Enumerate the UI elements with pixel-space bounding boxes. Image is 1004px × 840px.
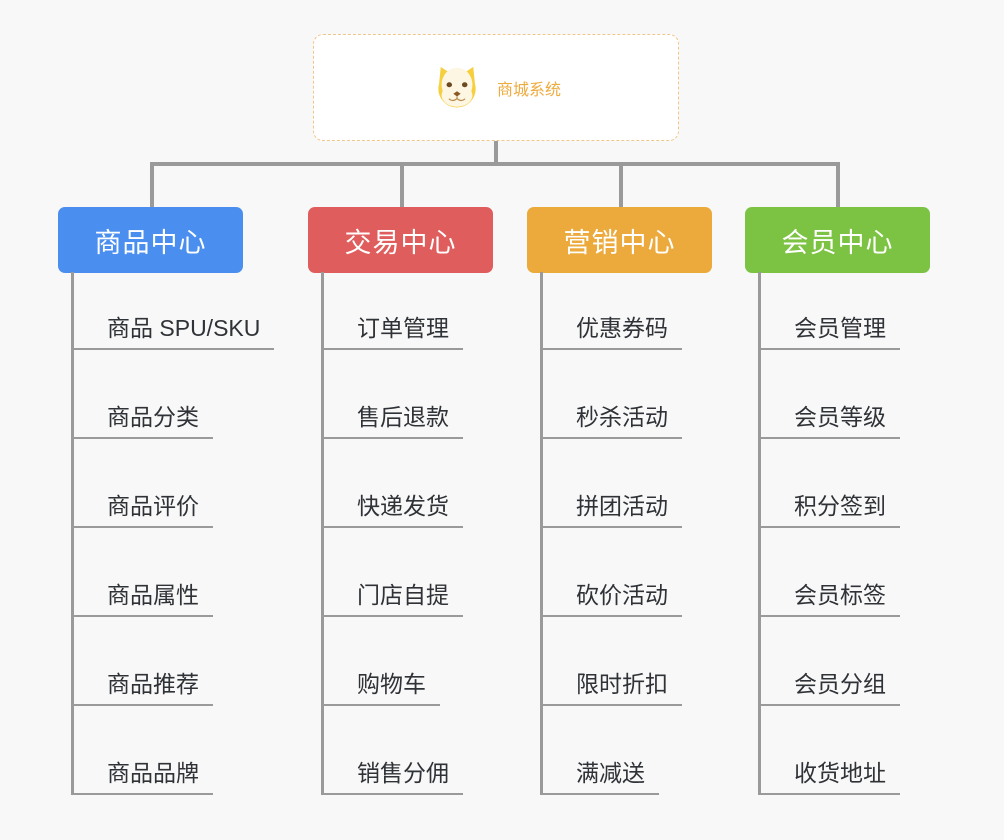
shiba-dog-face-icon [438,66,476,107]
leaf-node-underline [540,437,682,439]
leaf-node-label: 会员管理 [794,315,886,341]
leaf-node-label: 商品分类 [107,404,199,430]
connector-drop-product-center [150,162,154,208]
leaf-node-underline [321,704,440,706]
leaf-node-label: 砍价活动 [576,582,668,608]
category-header-label: 交易中心 [344,227,457,258]
leaf-node-underline [71,526,213,528]
category-header-trade-center[interactable]: 交易中心 [308,207,493,273]
connector-drop-marketing-center [619,162,623,208]
leaf-node-underline [321,793,463,795]
leaf-node-underline [540,348,682,350]
leaf-node-underline [321,437,463,439]
leaf-node-underline [758,615,900,617]
leaf-node-underline [758,348,900,350]
leaf-node-label: 快递发货 [357,493,449,519]
leaf-node-label: 门店自提 [357,582,449,608]
leaf-node-label: 商品属性 [107,582,199,608]
leaf-node-underline [71,793,213,795]
leaf-node-underline [540,704,682,706]
leaf-node-underline [540,793,659,795]
connector-drop-trade-center [400,162,404,208]
leaf-node-label: 会员标签 [794,582,886,608]
leaf-node-label: 售后退款 [357,404,449,430]
leaf-node-underline [758,704,900,706]
category-header-marketing-center[interactable]: 营销中心 [527,207,712,273]
leaf-node-label: 商品推荐 [107,671,199,697]
leaf-node-label: 会员分组 [794,671,886,697]
leaf-node-label: 积分签到 [794,493,886,519]
connector-trunk-vertical [494,141,498,164]
leaf-node-underline [321,526,463,528]
leaf-node-underline [71,437,213,439]
leaf-node-underline [758,793,900,795]
leaf-node-underline [71,348,274,350]
leaf-node-label: 销售分佣 [357,760,449,786]
leaf-node-label: 商品品牌 [107,760,199,786]
leaf-node-label: 商品 SPU/SKU [107,315,261,341]
leaf-node-label: 订单管理 [357,315,449,341]
leaf-node-label: 商品评价 [107,493,199,519]
leaf-node-underline [758,437,900,439]
leaf-node-underline [540,526,682,528]
leaf-node-label: 秒杀活动 [576,404,668,430]
branch-spine [71,272,74,795]
leaf-node-underline [321,348,463,350]
leaf-node-underline [71,615,213,617]
root-node-shop-system[interactable]: 商城系统 [313,34,679,141]
connector-drop-member-center [836,162,840,208]
leaf-node-label: 会员等级 [794,404,886,430]
category-header-member-center[interactable]: 会员中心 [745,207,930,273]
leaf-node-label: 购物车 [357,671,426,697]
category-header-label: 营销中心 [563,227,676,258]
branch-spine [321,272,324,795]
category-header-label: 会员中心 [781,227,894,258]
leaf-node-label: 优惠券码 [576,315,668,341]
category-header-product-center[interactable]: 商品中心 [58,207,243,273]
branch-spine [540,272,543,795]
leaf-node-underline [321,615,463,617]
leaf-node-underline [540,615,682,617]
leaf-node-label: 满减送 [576,760,645,786]
leaf-node-underline [71,704,213,706]
root-node-label: 商城系统 [496,81,561,99]
branch-spine [758,272,761,795]
leaf-node-label: 拼团活动 [576,493,668,519]
leaf-node-underline [758,526,900,528]
leaf-node-label: 收货地址 [794,760,886,786]
leaf-node-label: 限时折扣 [576,671,668,697]
connector-horizontal-bus [150,162,840,166]
category-header-label: 商品中心 [94,227,207,258]
